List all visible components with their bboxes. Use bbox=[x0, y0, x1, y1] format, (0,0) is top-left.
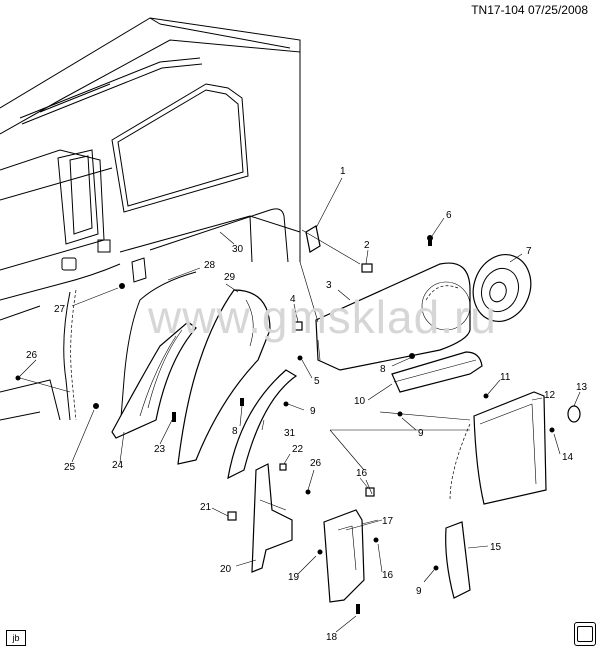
callout-16a: 16 bbox=[356, 468, 368, 479]
callout-27: 27 bbox=[54, 304, 66, 315]
callout-8b: 8 bbox=[232, 426, 238, 437]
callout-30: 30 bbox=[232, 244, 244, 255]
callout-22: 22 bbox=[292, 444, 304, 455]
callout-29: 29 bbox=[224, 272, 236, 283]
callout-11: 11 bbox=[500, 372, 511, 383]
callout-24: 24 bbox=[112, 460, 124, 471]
callout-8a: 8 bbox=[380, 364, 386, 375]
vehicle-body bbox=[0, 17, 301, 421]
callout-6: 6 bbox=[446, 210, 452, 221]
part-7-speaker bbox=[472, 254, 532, 322]
part-12-corner bbox=[449, 391, 547, 505]
callout-13: 13 bbox=[576, 382, 588, 393]
part-24-liner bbox=[111, 321, 197, 439]
callout-28: 28 bbox=[204, 260, 216, 271]
part-1-clip bbox=[305, 177, 343, 253]
callout-9a: 9 bbox=[310, 406, 316, 417]
callout-4: 4 bbox=[290, 294, 296, 305]
callout-5: 5 bbox=[314, 376, 320, 387]
callout-labels: 1 2 3 4 5 6 7 8 8 9 9 9 10 11 12 13 14 1… bbox=[26, 166, 588, 643]
part-20-bracket bbox=[251, 463, 293, 573]
part-15-end bbox=[445, 521, 471, 599]
leader-lines bbox=[19, 217, 581, 633]
callout-10: 10 bbox=[354, 396, 366, 407]
watermark: www.gmsklad.ru bbox=[148, 291, 497, 343]
callout-17: 17 bbox=[382, 516, 394, 527]
callout-7: 7 bbox=[526, 246, 532, 257]
part-3-panel bbox=[315, 262, 471, 371]
callout-1: 1 bbox=[340, 166, 346, 177]
corner-label: jb bbox=[6, 630, 26, 646]
callout-26b: 26 bbox=[310, 458, 322, 469]
callout-15: 15 bbox=[490, 542, 502, 553]
callout-9c: 9 bbox=[416, 586, 422, 597]
callout-25: 25 bbox=[64, 462, 76, 473]
part-29-flare bbox=[177, 289, 271, 465]
callout-21: 21 bbox=[200, 502, 212, 513]
part-30-weatherstrip bbox=[149, 208, 289, 263]
callout-2: 2 bbox=[364, 240, 370, 251]
diagram-date: 07/25/2008 bbox=[527, 3, 588, 17]
callout-31: 31 bbox=[284, 428, 296, 439]
diagram-code: TN17-104 bbox=[471, 3, 525, 17]
callout-23: 23 bbox=[154, 444, 166, 455]
callout-3: 3 bbox=[326, 280, 332, 291]
callout-19: 19 bbox=[288, 572, 300, 583]
reference-lines bbox=[19, 229, 471, 531]
part-13-cap bbox=[567, 405, 581, 423]
callout-14: 14 bbox=[562, 452, 574, 463]
callout-26a: 26 bbox=[26, 350, 38, 361]
callout-12: 12 bbox=[544, 390, 556, 401]
callout-20: 20 bbox=[220, 564, 232, 575]
part-31-strip bbox=[227, 369, 298, 480]
part-28-seal bbox=[119, 267, 201, 431]
stamp-icon bbox=[574, 622, 596, 646]
part-10-bar bbox=[391, 351, 483, 393]
callout-18: 18 bbox=[326, 632, 338, 643]
callout-9b: 9 bbox=[418, 428, 424, 439]
part-17-bracket bbox=[323, 509, 365, 603]
diagram-header: TN17-104 07/25/2008 bbox=[471, 3, 588, 17]
callout-16b: 16 bbox=[382, 570, 394, 581]
